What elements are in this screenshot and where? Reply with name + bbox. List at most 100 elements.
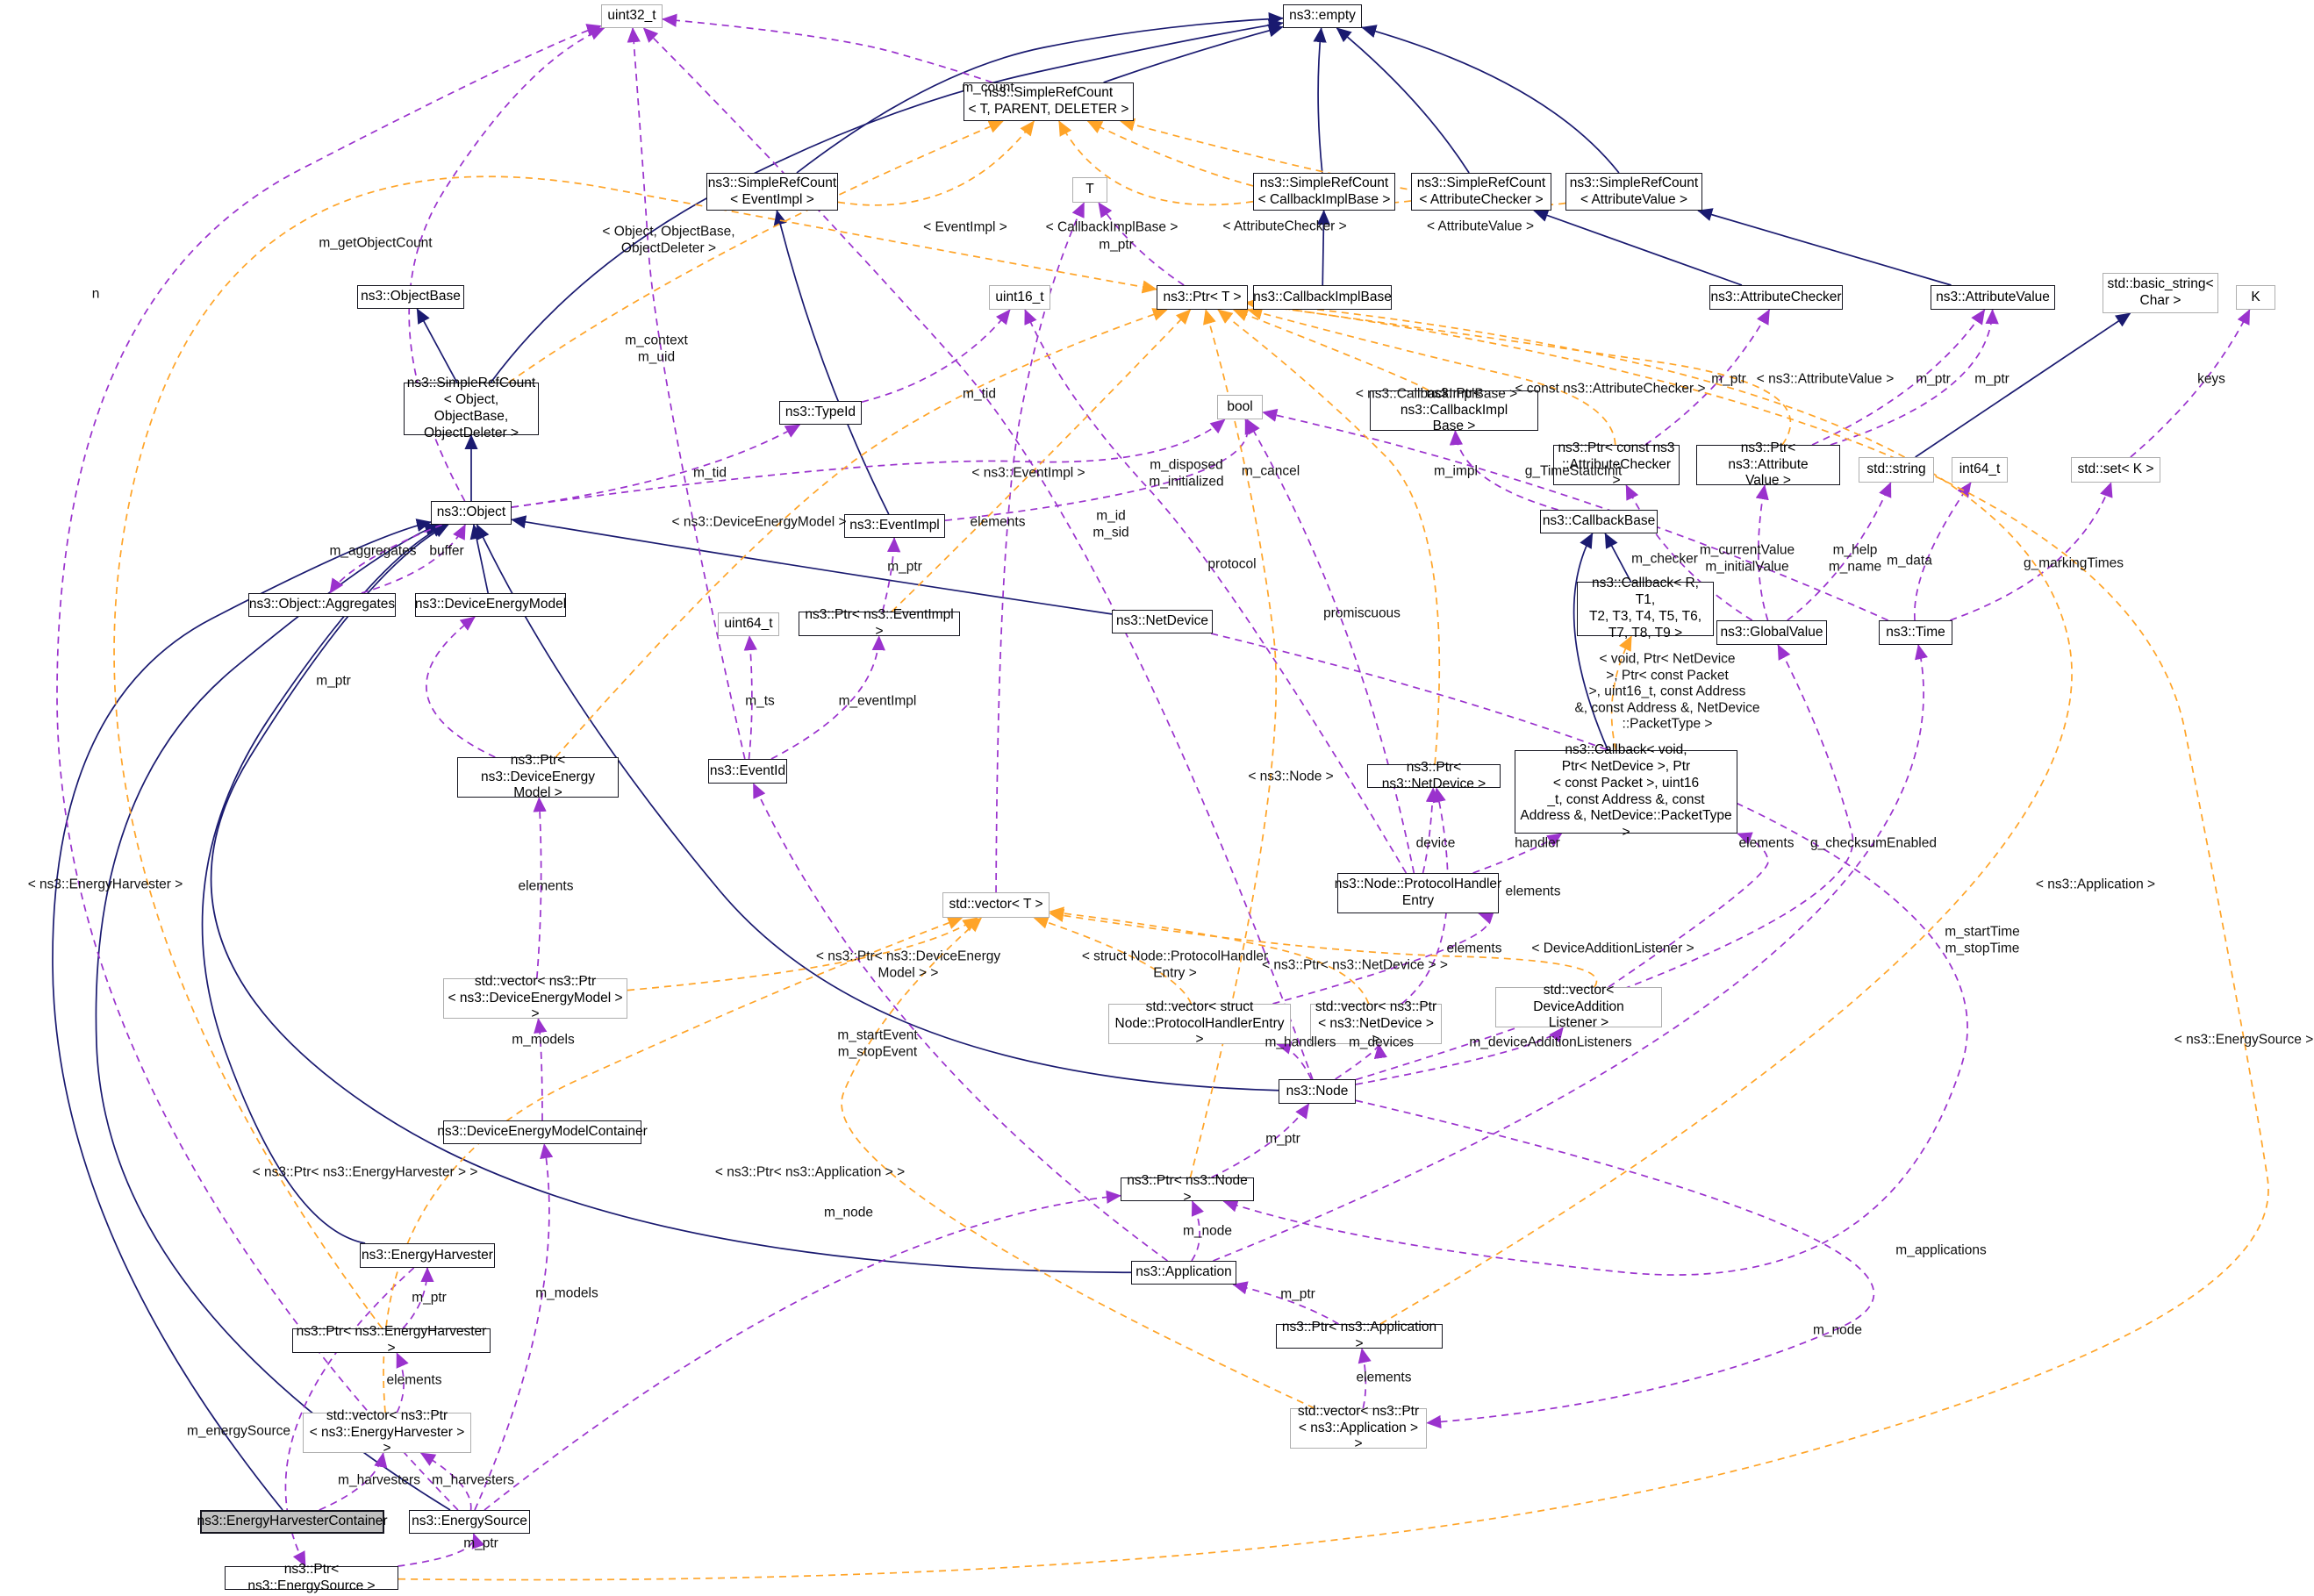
application-node[interactable]: ns3::Application xyxy=(1131,1261,1236,1285)
ptr-t-node[interactable]: ns3::Ptr< T > xyxy=(1157,285,1248,310)
edge-label: < void, Ptr< NetDevice >, Ptr< const Pac… xyxy=(1574,651,1760,732)
ptr-const-attributechecker-node[interactable]: ns3::Ptr< const ns3 ::AttributeChecker > xyxy=(1553,440,1680,488)
attributevalue-node[interactable]: ns3::AttributeValue xyxy=(1931,285,2055,310)
edge-label: < ns3::CallbackImplBase > xyxy=(1355,386,1518,402)
deviceenergymodelcontainer-node[interactable]: ns3::DeviceEnergyModelContainer xyxy=(437,1120,648,1144)
std-set-k-node: std::set< K > xyxy=(2071,457,2160,483)
edge-object-to-object-aggregates xyxy=(329,524,442,594)
basic-string-node: std::basic_string< Char > xyxy=(2103,273,2218,313)
energyharvestercontainer-node[interactable]: ns3::EnergyHarvesterContainer xyxy=(197,1510,388,1534)
edge-ptr-t-to-t-param xyxy=(1098,202,1185,286)
edge-label: m_count xyxy=(962,80,1014,96)
edge-ptr-energysource-to-energysource xyxy=(398,1533,485,1567)
uint16-t-node: uint16_t xyxy=(989,285,1050,310)
node-protocolhandlerentry-node[interactable]: ns3::Node::ProtocolHandler Entry xyxy=(1335,873,1501,913)
edge-ptr-eventimpl-to-ptr-t xyxy=(891,309,1192,612)
time-node[interactable]: ns3::Time xyxy=(1879,620,1952,645)
edge-label: < const ns3::AttributeChecker > xyxy=(1515,381,1706,397)
edge-vector-t-to-t-param xyxy=(995,202,1085,893)
attributechecker-node[interactable]: ns3::AttributeChecker xyxy=(1709,285,1843,310)
edge-eventid-to-uint64-t xyxy=(743,635,757,760)
edge-label: m_checker xyxy=(1631,551,1698,567)
edge-label: elements xyxy=(518,878,574,894)
callback-generic-node[interactable]: ns3::Callback< R, T1, T2, T3, T4, T5, T6… xyxy=(1577,576,1714,641)
edge-netdevice-to-object xyxy=(511,515,1113,615)
eventid-node[interactable]: ns3::EventId xyxy=(708,759,787,784)
edge-label: m_tid xyxy=(693,465,727,481)
edge-node-to-object xyxy=(476,524,1279,1091)
edge-label: < ns3::Ptr< ns3::DeviceEnergy Model > > xyxy=(815,948,1001,980)
simplerefcount-eventimpl-node[interactable]: ns3::SimpleRefCount < EventImpl > xyxy=(706,173,838,211)
edge-label: m_currentValue m_initialValue xyxy=(1699,542,1795,574)
netdevice-node[interactable]: ns3::NetDevice xyxy=(1112,610,1213,633)
edge-object-to-typeid xyxy=(511,424,801,508)
edge-label: m_handlers xyxy=(1264,1034,1336,1050)
edge-label: g_markingTimes xyxy=(2024,555,2124,571)
typeid-node[interactable]: ns3::TypeId xyxy=(779,401,862,425)
edge-label: m_impl xyxy=(1434,463,1478,479)
energysource-node[interactable]: ns3::EnergySource xyxy=(409,1510,530,1534)
t-param-node: T xyxy=(1072,177,1107,203)
callbackimplbase-node[interactable]: ns3::CallbackImplBase xyxy=(1253,285,1392,310)
edge-attributevalue-to-simplerefcount-av xyxy=(1697,208,1952,286)
std-string-node: std::string xyxy=(1859,457,1934,483)
ptr-deviceenergymodel-node[interactable]: ns3::Ptr< ns3::DeviceEnergy Model > xyxy=(457,753,619,800)
edge-simplerefcount-object-to-ns3-empty xyxy=(490,18,1284,383)
edge-label: keys xyxy=(2197,371,2225,387)
edge-vector-deviceadditionlistener-to-callback-void xyxy=(1608,832,1769,988)
edge-label: < ns3::Ptr< ns3::EnergyHarvester > > xyxy=(252,1164,478,1180)
edge-ptr-netdevice-to-ptr-t xyxy=(1217,309,1441,765)
simplerefcount-tpd-node[interactable]: ns3::SimpleRefCount < T, PARENT, DELETER… xyxy=(964,82,1134,121)
edge-simplerefcount-av-to-ns3-empty xyxy=(1361,25,1620,174)
edge-vector-deviceadditionlistener-to-vector-t xyxy=(1049,908,1598,988)
ptr-node-node[interactable]: ns3::Ptr< ns3::Node > xyxy=(1121,1173,1254,1205)
callback-void-node[interactable]: ns3::Callback< void, Ptr< NetDevice >, P… xyxy=(1515,742,1737,840)
simplerefcount-object-node[interactable]: ns3::SimpleRefCount < Object, ObjectBase… xyxy=(404,376,539,440)
edge-simplerefcount-cib-to-ns3-empty xyxy=(1313,27,1327,174)
edge-eventid-to-uint32-t xyxy=(627,27,746,760)
edge-label: < ns3::EventImpl > xyxy=(971,465,1085,481)
simplerefcount-av-node[interactable]: ns3::SimpleRefCount < AttributeValue > xyxy=(1565,173,1702,211)
edge-vector-protocolhandlerentry-to-vector-t xyxy=(1033,915,1193,1005)
edge-netdevice-to-ptr-node xyxy=(1210,633,1968,1276)
deviceenergymodel-node[interactable]: ns3::DeviceEnergyModel xyxy=(415,593,566,617)
object-aggregates-node[interactable]: ns3::Object::Aggregates xyxy=(248,593,396,617)
edge-vector-ptr-deviceenergymodel-to-ptr-deviceenergymodel xyxy=(533,797,547,979)
energyharvester-node[interactable]: ns3::EnergyHarvester xyxy=(360,1243,495,1268)
ptr-attributevalue-node[interactable]: ns3::Ptr< ns3::Attribute Value > xyxy=(1696,440,1840,488)
edge-simplerefcount-eventimpl-to-ns3-empty xyxy=(796,11,1284,174)
edge-label: m_harvesters xyxy=(338,1472,420,1488)
ptr-energyharvester-node[interactable]: ns3::Ptr< ns3::EnergyHarvester > xyxy=(292,1324,491,1356)
vector-t-node: std::vector< T > xyxy=(942,892,1050,918)
callbackbase-node[interactable]: ns3::CallbackBase xyxy=(1540,510,1658,533)
objectbase-node[interactable]: ns3::ObjectBase xyxy=(357,285,464,309)
edge-label: m_deviceAdditionListeners xyxy=(1469,1034,1632,1050)
edge-application-to-ptr-node xyxy=(1191,1200,1205,1262)
edge-eventimpl-to-simplerefcount-eventimpl xyxy=(773,210,890,515)
ns3-empty-node[interactable]: ns3::empty xyxy=(1283,4,1362,28)
edge-ptr-const-attributechecker-to-ptr-t xyxy=(1247,306,1616,446)
edge-node-to-vector-ptr-netdevice xyxy=(1335,1043,1387,1080)
edge-attributechecker-to-simplerefcount-ac xyxy=(1533,209,1743,286)
edge-label: m_node xyxy=(1182,1223,1233,1239)
eventimpl-node[interactable]: ns3::EventImpl xyxy=(844,514,945,538)
edge-label: < ns3::Ptr< ns3::NetDevice > > xyxy=(1262,957,1448,973)
edge-label: < Object, ObjectBase, ObjectDeleter > xyxy=(602,224,735,255)
object-node[interactable]: ns3::Object xyxy=(431,501,512,525)
ptr-energysource-node[interactable]: ns3::Ptr< ns3::EnergySource > xyxy=(225,1562,398,1593)
ptr-eventimpl-node[interactable]: ns3::Ptr< ns3::EventImpl > xyxy=(799,607,960,639)
edge-node-to-vector-deviceadditionlistener xyxy=(1355,1027,1564,1085)
ptr-netdevice-node[interactable]: ns3::Ptr< ns3::NetDevice > xyxy=(1367,760,1501,791)
globalvalue-node[interactable]: ns3::GlobalValue xyxy=(1716,620,1827,645)
node-node[interactable]: ns3::Node xyxy=(1279,1079,1356,1104)
edge-label: elements xyxy=(1505,884,1561,899)
edge-label: m_models xyxy=(512,1032,575,1048)
simplerefcount-ac-node[interactable]: ns3::SimpleRefCount < AttributeChecker > xyxy=(1411,173,1551,211)
ptr-application-node[interactable]: ns3::Ptr< ns3::Application > xyxy=(1276,1320,1443,1351)
edge-ptr-attributevalue-to-attributevalue xyxy=(1830,309,1999,446)
edge-label: m_startEvent m_stopEvent xyxy=(837,1027,918,1059)
edge-callback-void-to-callback-generic xyxy=(1610,635,1632,751)
edge-globalvalue-to-std-string xyxy=(1787,482,1892,621)
simplerefcount-cib-node[interactable]: ns3::SimpleRefCount < CallbackImplBase > xyxy=(1253,173,1395,211)
edge-ptr-deviceenergymodel-to-ptr-t xyxy=(555,308,1168,758)
